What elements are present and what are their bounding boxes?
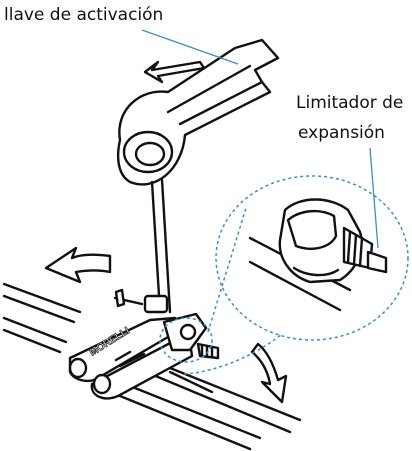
- activation-key-leader: [141, 29, 239, 65]
- activation-key-label: llave de activación: [4, 5, 164, 25]
- bracket-tool-body: [68, 288, 220, 400]
- expansion-limiter-leader: [369, 147, 379, 249]
- arrow-down-right-icon: [250, 342, 288, 404]
- arrow-left-icon: [44, 246, 112, 284]
- magnifier-connector-bottom: [183, 333, 283, 375]
- expansion-limiter-detail: [248, 198, 388, 312]
- arrow-left-top-icon: [143, 60, 206, 84]
- magnifier-circle: [215, 175, 409, 341]
- activation-key: [116, 38, 280, 314]
- magnifier-connector-top: [207, 207, 247, 333]
- detail-focus-circle: [159, 317, 213, 363]
- expansion-limiter-label-line2: expansión: [298, 123, 385, 143]
- expansion-limiter-label-line1: Limitador de: [296, 93, 404, 113]
- guide-rails: [2, 282, 302, 451]
